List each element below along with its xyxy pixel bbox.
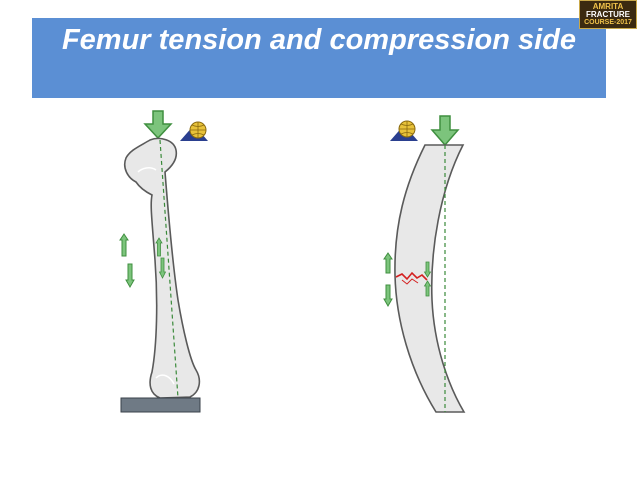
femur-diagram (119, 110, 208, 413)
down-arrow-icon (430, 115, 460, 147)
compression-arrow-up-icon (155, 237, 163, 257)
tension-arrow-up-icon (383, 252, 393, 274)
compression-arrow-down-icon (158, 257, 167, 279)
curved-bone (394, 144, 466, 413)
down-arrow-icon (143, 110, 173, 140)
logo-line-2: FRACTURE (586, 9, 630, 19)
fracture-line (395, 271, 428, 281)
femur-highlight (137, 167, 157, 173)
amrita-logo: AMRITA FRACTURE COURSE-2017 (579, 0, 637, 29)
logo-line-1: AMRITA (592, 1, 624, 11)
slide-title: Femur tension and compression side (61, 24, 577, 56)
compression-arrow-down-icon (423, 261, 432, 278)
tension-arrow-down-icon (383, 284, 393, 308)
support-block (120, 397, 201, 413)
tension-arrow-down-icon (125, 263, 135, 289)
globe-triangle-icon (390, 120, 418, 141)
title-bar: Femur tension and compression side (32, 18, 606, 98)
tension-arrow-up-icon (119, 233, 129, 257)
logo-line-3: COURSE-2017 (584, 18, 632, 26)
load-axis-line (159, 139, 179, 399)
condyle-highlight (155, 374, 175, 385)
globe-triangle-icon (180, 121, 208, 141)
fracture-crack (401, 278, 419, 285)
compression-arrow-up-icon (423, 280, 432, 297)
curved-bone-diagram (383, 115, 466, 413)
